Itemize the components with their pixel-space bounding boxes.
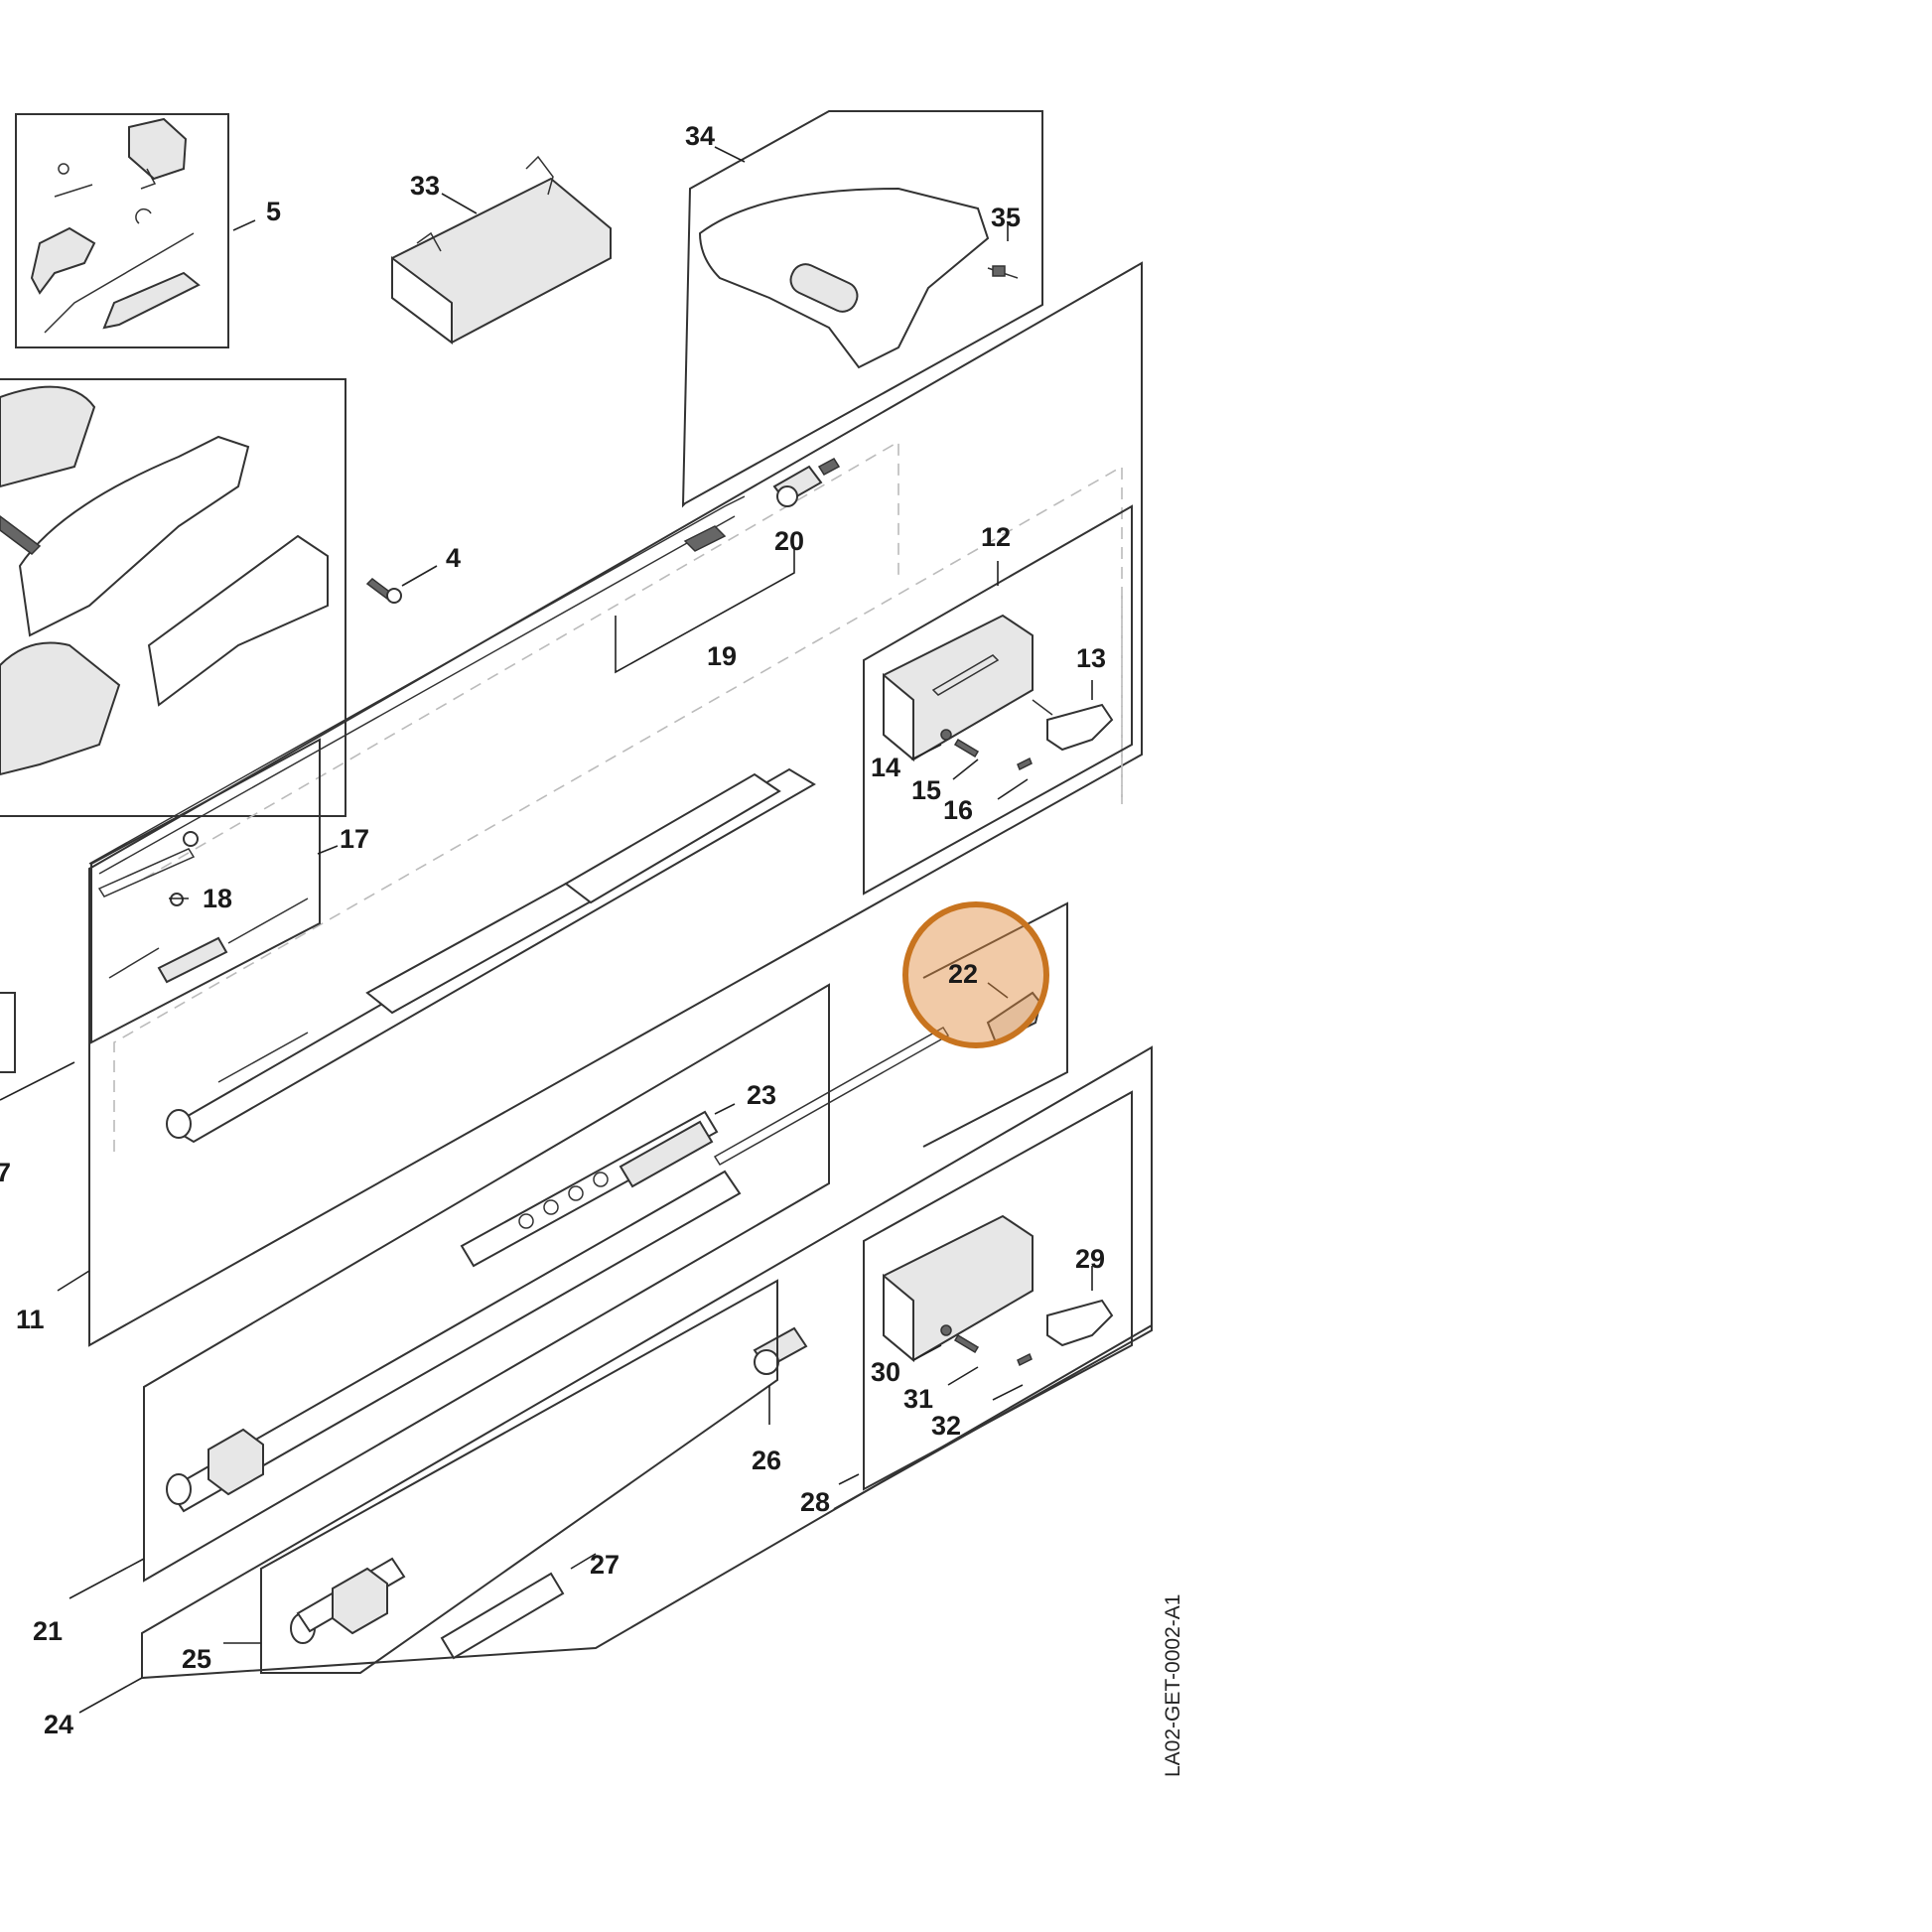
callout-24: 24 [44,1710,73,1739]
callout-23: 23 [747,1080,776,1110]
part-4-screw [365,578,402,604]
callout-32: 32 [931,1411,961,1441]
callout-4: 4 [446,543,461,573]
group-box-24 [141,1045,1153,1680]
callout-18: 18 [203,884,232,913]
callout-17: 17 [340,824,369,854]
leader-lines [0,146,1093,1714]
callout-27: 27 [590,1550,620,1580]
callout-29: 29 [1075,1244,1105,1274]
callout-26: 26 [752,1446,781,1475]
part-19-cable [88,495,795,875]
callout-11: 11 [16,1305,45,1334]
callout-25: 25 [182,1644,211,1674]
drawing-code: LA02-GET-0002-A1 [1162,1594,1184,1777]
group-box-28 [833,1062,1153,1510]
callout-5: 5 [266,197,281,226]
callout-15: 15 [911,775,941,805]
callout-33: 33 [410,171,440,201]
group-box-21 [143,983,830,1583]
callout-labels: 5 33 34 35 4 20 12 19 13 14 15 16 17 18 … [0,121,1106,1739]
callout-12: 12 [981,522,1011,552]
callout-31: 31 [903,1384,933,1414]
part-23-sleeve [460,1026,950,1268]
group-box-5 [15,113,229,348]
callout-13: 13 [1076,643,1106,673]
cropped-box-7 [0,992,16,1073]
callout-35: 35 [991,203,1021,232]
callout-20: 20 [774,526,804,556]
callout-21: 21 [33,1616,63,1646]
group-box-34 [681,110,1043,508]
callout-14: 14 [871,753,900,782]
callout-7: 7 [0,1158,11,1187]
callout-30: 30 [871,1357,900,1387]
callout-19: 19 [707,641,737,671]
part-33-holder [391,155,612,345]
highlight-circle [902,901,1049,1048]
callout-16: 16 [943,795,973,825]
callout-22: 22 [948,959,978,989]
part-20-connector [772,458,841,507]
callout-28: 28 [800,1487,830,1517]
group-box-17 [90,738,321,1044]
callout-34: 34 [685,121,715,151]
group-box-12 [863,504,1133,896]
shaft-tube [166,767,816,1144]
handle-housing [0,378,346,817]
